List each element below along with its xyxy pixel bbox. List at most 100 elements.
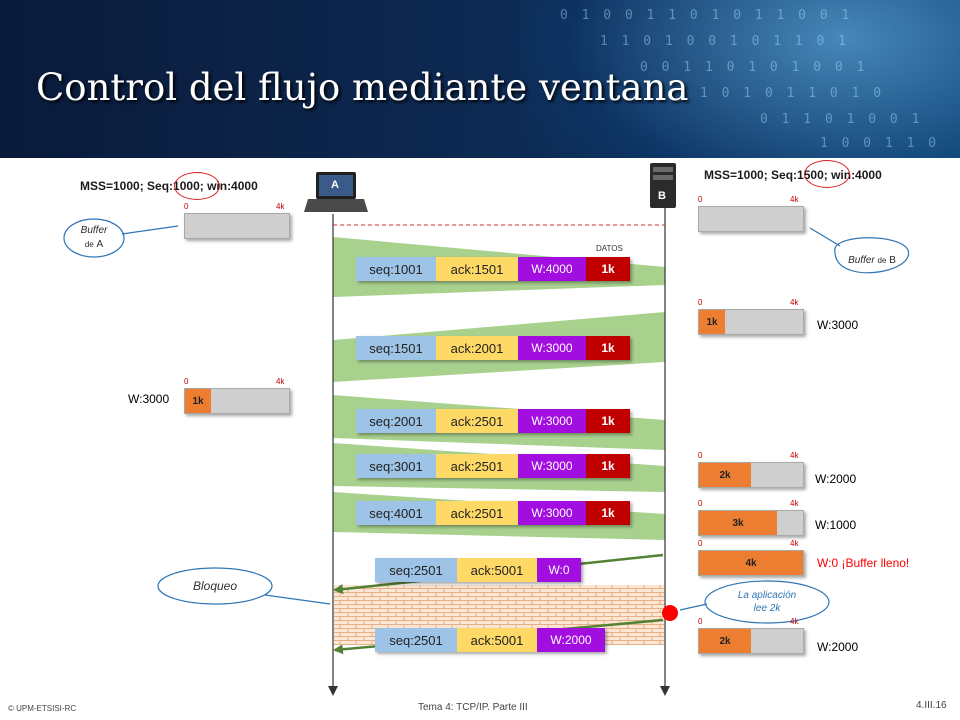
app-read-callout-text: La aplicación lee 2k xyxy=(737,590,797,614)
binary-decoration: 0 1 0 0 1 1 0 1 0 1 1 0 0 1 xyxy=(560,8,853,23)
segment-seq: seq:1001 xyxy=(356,257,436,281)
callout-bubble xyxy=(157,567,273,605)
read-event-dot xyxy=(662,605,678,621)
binary-decoration: 0 1 1 0 1 0 0 1 xyxy=(760,112,923,127)
callout-pointer xyxy=(809,227,841,247)
buffer-a-1: 1k xyxy=(184,388,290,414)
segment-seq: seq:2501 xyxy=(375,558,457,582)
segment-seq: seq:2501 xyxy=(375,628,457,652)
seq-highlight-circle xyxy=(804,160,850,188)
buffer-fill: 1k xyxy=(185,389,211,413)
segment-ack: ack:1501 xyxy=(436,257,518,281)
segment-window: W:0 xyxy=(537,558,581,582)
buffer-window-label: W:3000 xyxy=(128,392,170,406)
segment-data: 1k xyxy=(586,409,630,433)
callout-bubble xyxy=(63,218,125,258)
buffer-b-4: 4k xyxy=(698,550,804,576)
buffer-fill: 4k xyxy=(699,551,803,575)
footer-copyright: © UPM-ETSISI-RC xyxy=(8,704,77,713)
callout-bubble xyxy=(704,580,830,624)
buffer-window-label: W:0 ¡Buffer lleno! xyxy=(817,556,910,570)
buffer-tick-start: 0 xyxy=(698,195,703,204)
header-banner: 0 1 0 0 1 1 0 1 0 1 1 0 0 1 1 1 0 1 0 0 … xyxy=(0,0,960,158)
binary-decoration: 1 0 1 0 1 1 0 1 0 xyxy=(700,86,885,101)
buffer-tick-end: 4k xyxy=(790,298,799,307)
buffer-tick-end: 4k xyxy=(276,202,285,211)
segment-data: 1k xyxy=(586,257,630,281)
segment-ack: ack:2501 xyxy=(436,501,518,525)
binary-decoration: 0 0 1 1 0 1 0 1 0 0 1 xyxy=(640,60,868,75)
callout-pointer xyxy=(264,594,331,605)
segment-window: W:2000 xyxy=(537,628,605,652)
callout-pointer xyxy=(121,225,179,235)
buffer-fill: 3k xyxy=(699,511,777,535)
buffer-a-0 xyxy=(184,213,290,239)
buffer-fill: 2k xyxy=(699,629,751,653)
buffer-b-1: 1k xyxy=(698,309,804,335)
host-a-label: A xyxy=(331,179,339,191)
binary-decoration: 1 0 0 1 1 0 xyxy=(820,136,940,151)
page-title: Control del flujo mediante ventana xyxy=(36,66,689,109)
segment-seq: seq:4001 xyxy=(356,501,436,525)
segment-window: W:3000 xyxy=(518,454,586,478)
buffer-tick-end: 4k xyxy=(790,499,799,508)
buffer-b-3: 3k xyxy=(698,510,804,536)
seq-highlight-circle xyxy=(174,172,220,200)
buffer-window-label: W:2000 xyxy=(817,640,859,654)
callout-bubble xyxy=(834,237,909,274)
footer-slide-number: 4.III.16 xyxy=(916,700,947,711)
segment-ack: ack:5001 xyxy=(457,628,537,652)
buffer-tick-start: 0 xyxy=(184,202,189,211)
host-a-params: MSS=1000; Seq:1000; win:4000 xyxy=(80,179,258,193)
bloqueo-callout-text: Bloqueo xyxy=(192,579,238,593)
laptop-icon xyxy=(304,172,368,212)
footer-course: Tema 4: TCP/IP. Parte III xyxy=(418,702,528,713)
buffer-tick-start: 0 xyxy=(698,499,703,508)
buffer-b-callout-text: Buffer de B xyxy=(848,254,896,266)
buffer-tick-start: 0 xyxy=(698,298,703,307)
buffer-b-0 xyxy=(698,206,804,232)
segment-ack: ack:5001 xyxy=(457,558,537,582)
segment-seq: seq:3001 xyxy=(356,454,436,478)
segment-ack: ack:2501 xyxy=(436,454,518,478)
header-glow xyxy=(520,0,960,158)
buffer-tick-start: 0 xyxy=(698,617,703,626)
segment-ack: ack:2001 xyxy=(436,336,518,360)
buffer-tick-end: 4k xyxy=(790,617,799,626)
buffer-tick-start: 0 xyxy=(698,539,703,548)
buffer-tick-end: 4k xyxy=(276,377,285,386)
buffer-a-callout-text: Buffer de A xyxy=(80,225,108,250)
datos-label: DATOS xyxy=(596,244,623,253)
segment-window: W:3000 xyxy=(518,501,586,525)
buffer-window-label: W:2000 xyxy=(815,472,857,486)
segment-data: 1k xyxy=(586,336,630,360)
buffer-window-label: W:3000 xyxy=(817,318,859,332)
buffer-tick-start: 0 xyxy=(184,377,189,386)
buffer-fill: 2k xyxy=(699,463,751,487)
buffer-b-5: 2k xyxy=(698,628,804,654)
host-b-label: B xyxy=(658,190,666,202)
binary-decoration: 1 1 0 1 0 0 1 0 1 1 0 1 xyxy=(600,34,850,49)
segment-seq: seq:1501 xyxy=(356,336,436,360)
segment-data: 1k xyxy=(586,501,630,525)
segment-window: W:4000 xyxy=(518,257,586,281)
segment-ack: ack:2501 xyxy=(436,409,518,433)
segment-seq: seq:2001 xyxy=(356,409,436,433)
buffer-tick-start: 0 xyxy=(698,451,703,460)
buffer-tick-end: 4k xyxy=(790,451,799,460)
buffer-tick-end: 4k xyxy=(790,195,799,204)
callout-pointer xyxy=(679,603,708,611)
segment-window: W:3000 xyxy=(518,336,586,360)
segment-data: 1k xyxy=(586,454,630,478)
host-b-params: MSS=1000; Seq:1500; win:4000 xyxy=(704,168,882,182)
buffer-tick-end: 4k xyxy=(790,539,799,548)
server-icon xyxy=(650,163,676,208)
segment-window: W:3000 xyxy=(518,409,586,433)
